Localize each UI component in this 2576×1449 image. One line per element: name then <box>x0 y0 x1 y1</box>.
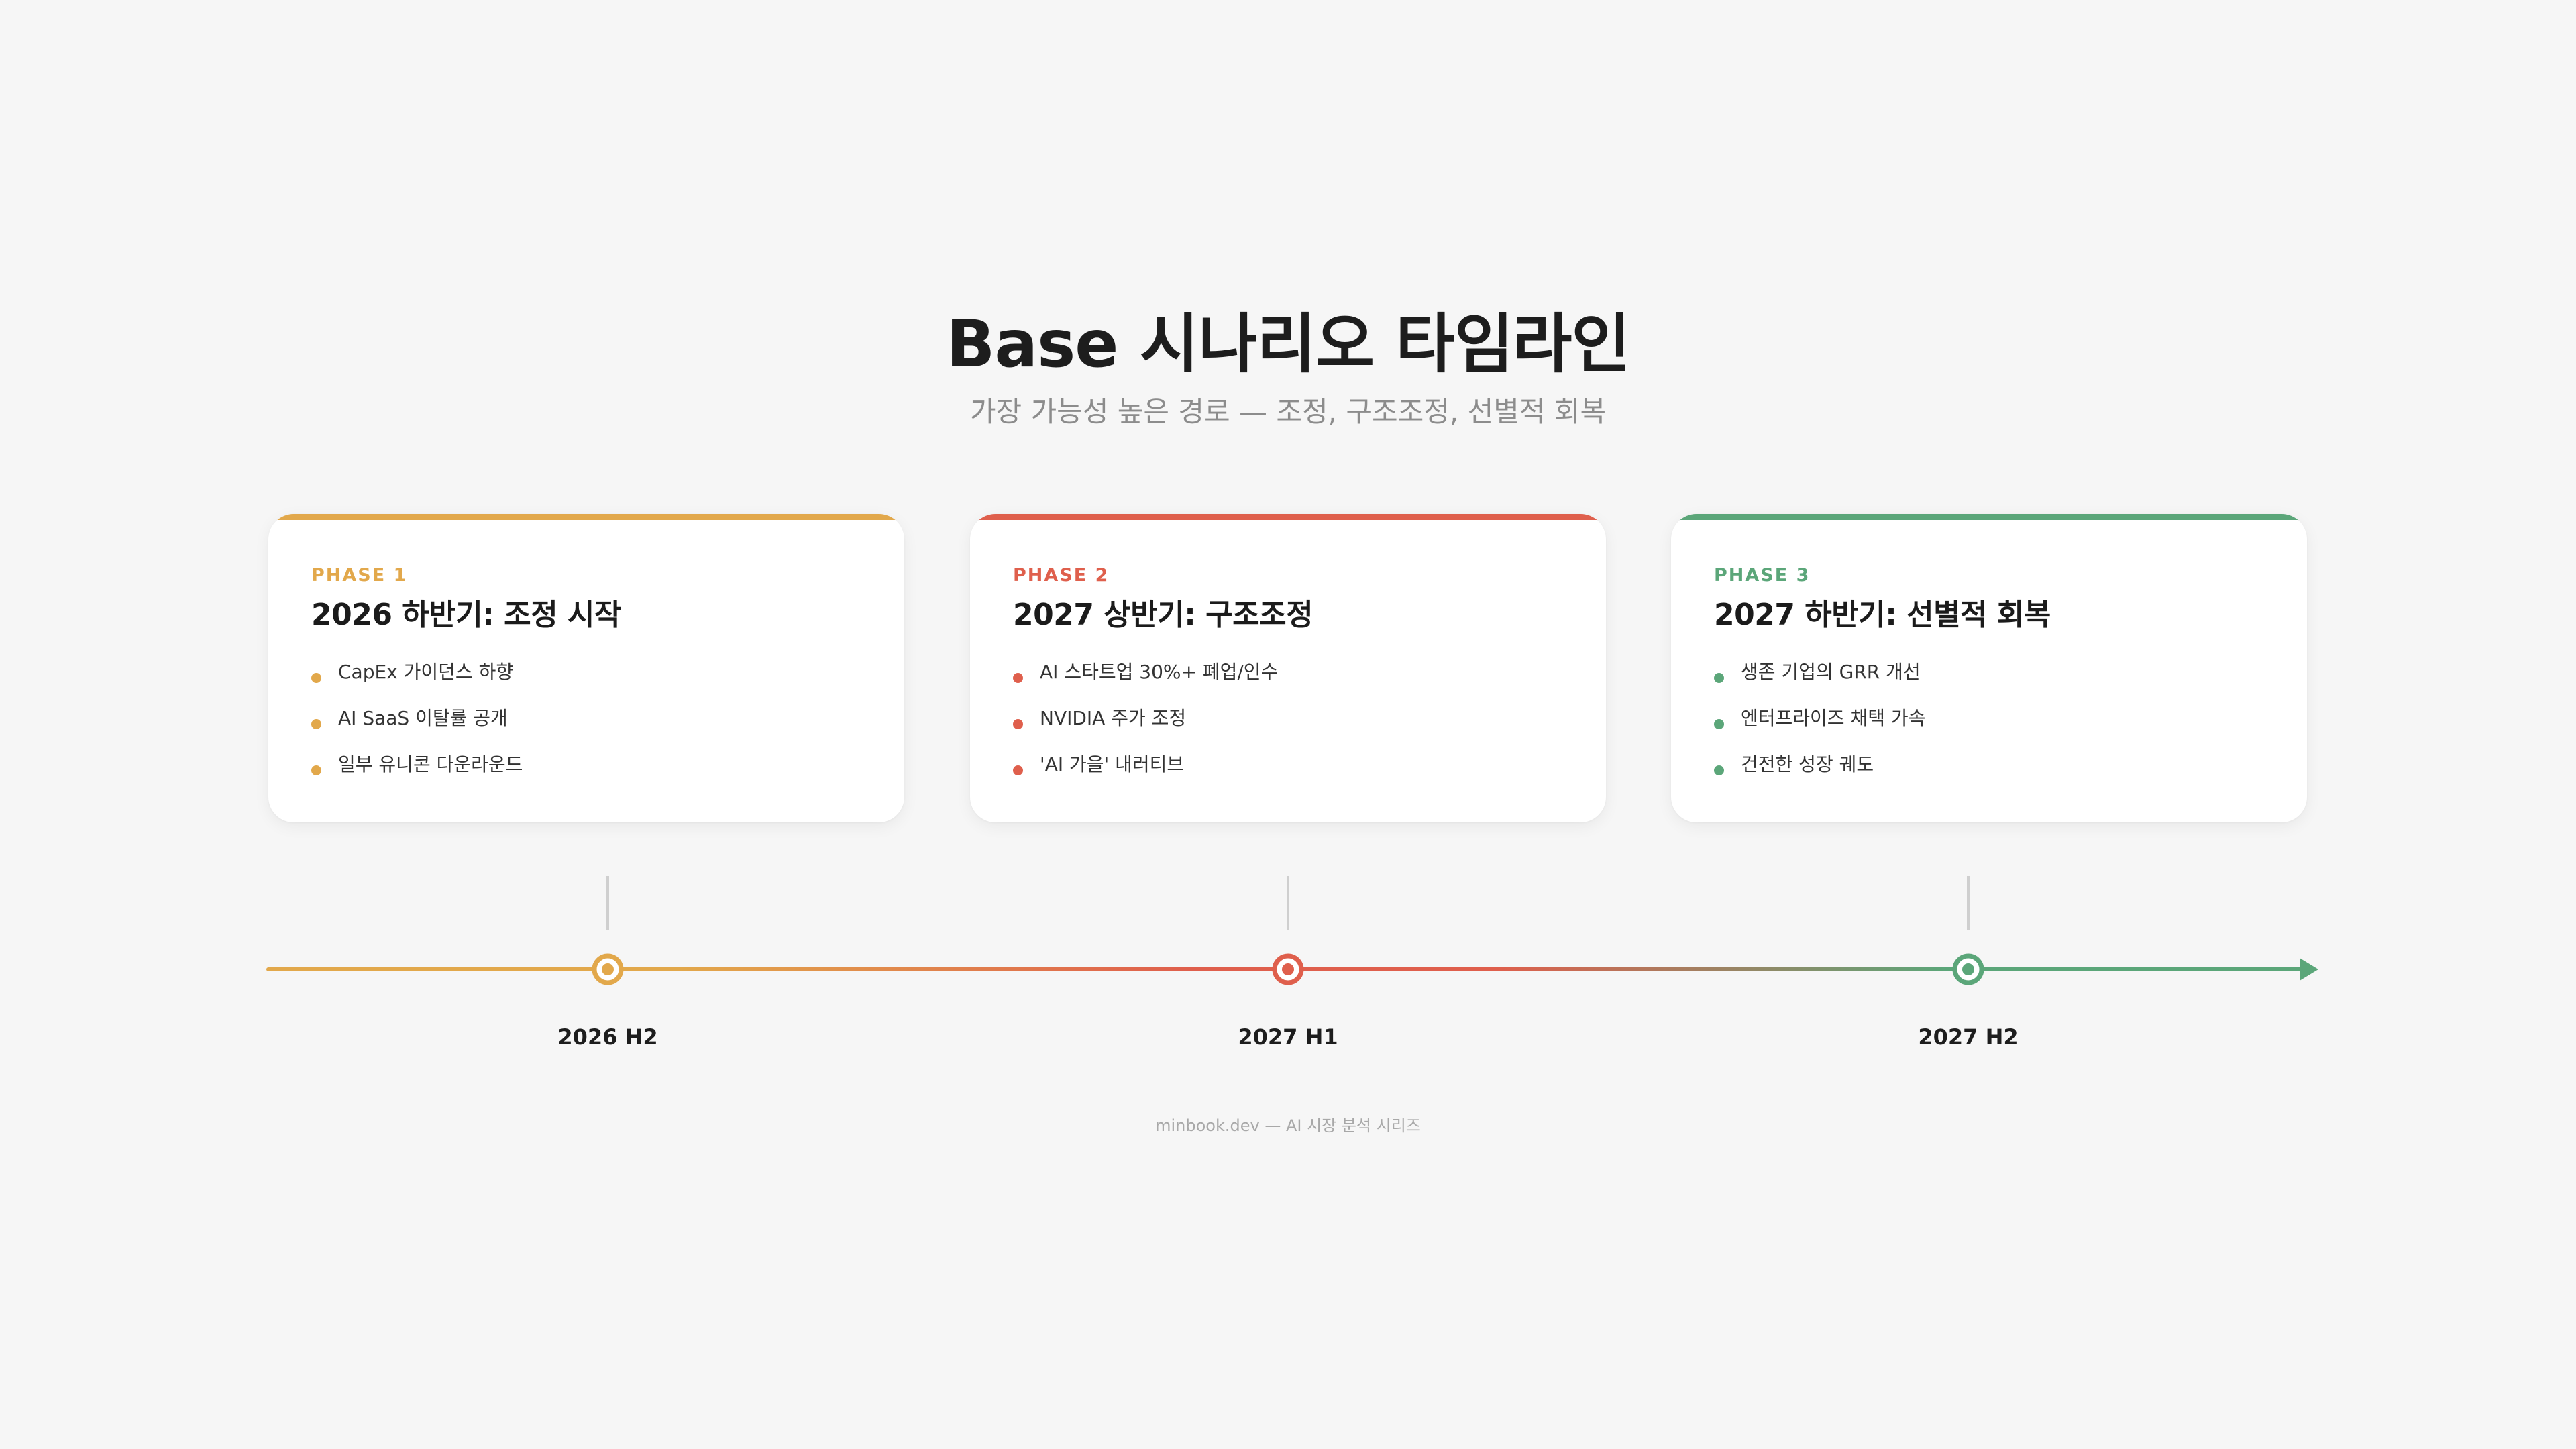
phase-title: 2027 하반기: 선별적 회복 <box>1714 598 2051 632</box>
phase-item-list: AI 스타트업 30%+ 폐업/인수 NVIDIA 주가 조정 'AI 가을' … <box>1013 659 1579 778</box>
milestone-label: 2026 H2 <box>557 1024 658 1050</box>
phase-card-2: PHASE 2 2027 상반기: 구조조정 AI 스타트업 30%+ 폐업/인… <box>970 514 1606 822</box>
list-item-text: NVIDIA 주가 조정 <box>1040 707 1187 729</box>
phase-label: PHASE 2 <box>1013 565 1110 586</box>
list-item: 일부 유니콘 다운라운드 <box>311 751 877 778</box>
list-item: AI SaaS 이탈률 공개 <box>311 705 877 732</box>
phase-title: 2027 상반기: 구조조정 <box>1013 598 1313 632</box>
phase-title: 2026 하반기: 조정 시작 <box>311 598 621 632</box>
connector-tick <box>1967 876 1970 930</box>
phase-card-accent-bar <box>970 514 1606 520</box>
list-item: 건전한 성장 궤도 <box>1714 751 2280 778</box>
list-item-text: 'AI 가을' 내러티브 <box>1040 753 1185 775</box>
phase-item-list: 생존 기업의 GRR 개선 엔터프라이즈 채택 가속 건전한 성장 궤도 <box>1714 659 2280 778</box>
bullet-dot-icon <box>311 673 321 683</box>
list-item-text: CapEx 가이던스 하향 <box>338 661 514 683</box>
bullet-dot-icon <box>1013 719 1023 729</box>
phase-card-3: PHASE 3 2027 하반기: 선별적 회복 생존 기업의 GRR 개선 엔… <box>1671 514 2307 822</box>
page-subtitle: 가장 가능성 높은 경로 — 조정, 구조조정, 선별적 회복 <box>969 395 1607 428</box>
list-item-text: AI SaaS 이탈률 공개 <box>338 707 508 729</box>
list-item: CapEx 가이던스 하향 <box>311 659 877 686</box>
phase-item-list: CapEx 가이던스 하향 AI SaaS 이탈률 공개 일부 유니콘 다운라운… <box>311 659 877 778</box>
milestone-label: 2027 H1 <box>1238 1024 1338 1050</box>
bullet-dot-icon <box>1714 765 1724 775</box>
connector-tick <box>606 876 609 930</box>
bullet-dot-icon <box>311 765 321 775</box>
footer-credit: minbook.dev — AI 시장 분석 시리즈 <box>1155 1116 1421 1135</box>
bullet-dot-icon <box>1714 673 1724 683</box>
phase-card-accent-bar <box>268 514 904 520</box>
milestone-marker-2026-h2 <box>592 953 624 985</box>
bullet-dot-icon <box>1013 673 1023 683</box>
bullet-dot-icon <box>1013 765 1023 775</box>
list-item-text: AI 스타트업 30%+ 폐업/인수 <box>1040 661 1279 683</box>
list-item: 생존 기업의 GRR 개선 <box>1714 659 2280 686</box>
milestone-marker-2027-h1 <box>1272 953 1304 985</box>
phase-label: PHASE 1 <box>311 565 408 586</box>
bullet-dot-icon <box>311 719 321 729</box>
list-item-text: 일부 유니콘 다운라운드 <box>338 753 523 775</box>
milestone-marker-2027-h2 <box>1952 953 1984 985</box>
list-item-text: 건전한 성장 궤도 <box>1741 753 1874 775</box>
page-title: Base 시나리오 타임라인 <box>946 307 1631 382</box>
list-item: AI 스타트업 30%+ 폐업/인수 <box>1013 659 1579 686</box>
connector-tick <box>1287 876 1289 930</box>
milestone-label: 2027 H2 <box>1918 1024 2019 1050</box>
phase-card-1: PHASE 1 2026 하반기: 조정 시작 CapEx 가이던스 하향 AI… <box>268 514 904 822</box>
list-item: 엔터프라이즈 채택 가속 <box>1714 705 2280 732</box>
arrow-head-icon <box>2300 958 2318 981</box>
list-item-text: 엔터프라이즈 채택 가속 <box>1741 707 1926 729</box>
list-item: 'AI 가을' 내러티브 <box>1013 751 1579 778</box>
phase-card-accent-bar <box>1671 514 2307 520</box>
list-item-text: 생존 기업의 GRR 개선 <box>1741 661 1921 683</box>
list-item: NVIDIA 주가 조정 <box>1013 705 1579 732</box>
phase-label: PHASE 3 <box>1714 565 1811 586</box>
bullet-dot-icon <box>1714 719 1724 729</box>
